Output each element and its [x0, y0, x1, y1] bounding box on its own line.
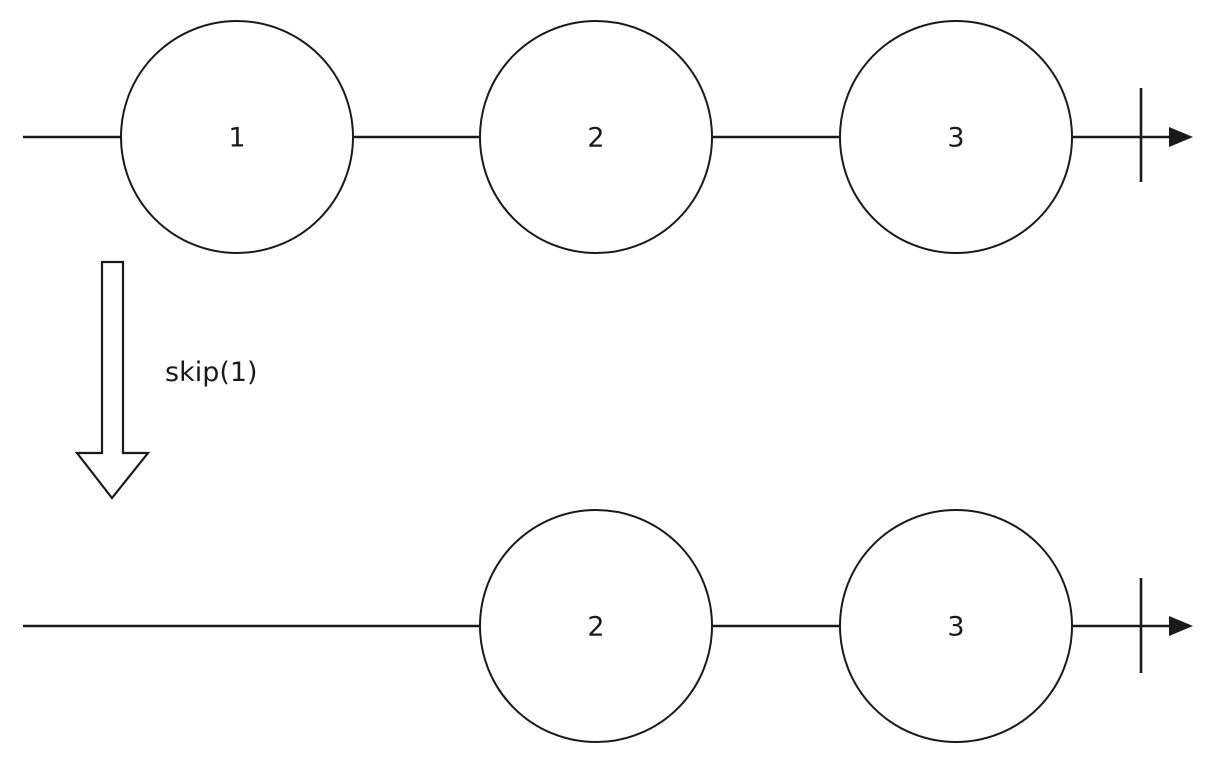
source-marble-3-circle[interactable] [839, 20, 1073, 254]
result-marble-2-label: 2 [587, 612, 604, 643]
operator-label: skip(1) [165, 357, 258, 388]
result-stream-arrow-icon [1169, 616, 1193, 636]
result-stream: 2 3 [23, 509, 1193, 743]
result-marble-3[interactable]: 3 [839, 509, 1073, 743]
result-marble-2-circle[interactable] [479, 509, 713, 743]
result-marble-3-circle[interactable] [839, 509, 1073, 743]
source-marble-1-circle[interactable] [120, 20, 354, 254]
source-marble-3[interactable]: 3 [839, 20, 1073, 254]
source-marble-2-circle[interactable] [479, 20, 713, 254]
operator-group: skip(1) [74, 260, 258, 500]
source-stream-arrow-icon [1169, 127, 1193, 147]
result-marble-2[interactable]: 2 [479, 509, 713, 743]
source-marble-3-label: 3 [947, 123, 964, 154]
source-marble-1[interactable]: 1 [120, 20, 354, 254]
source-marble-2[interactable]: 2 [479, 20, 713, 254]
source-stream: 1 2 3 [23, 20, 1193, 254]
source-marble-2-label: 2 [587, 123, 604, 154]
source-marble-1-label: 1 [228, 123, 245, 154]
operator-down-arrow-icon [74, 260, 151, 500]
result-marble-3-label: 3 [947, 612, 964, 643]
